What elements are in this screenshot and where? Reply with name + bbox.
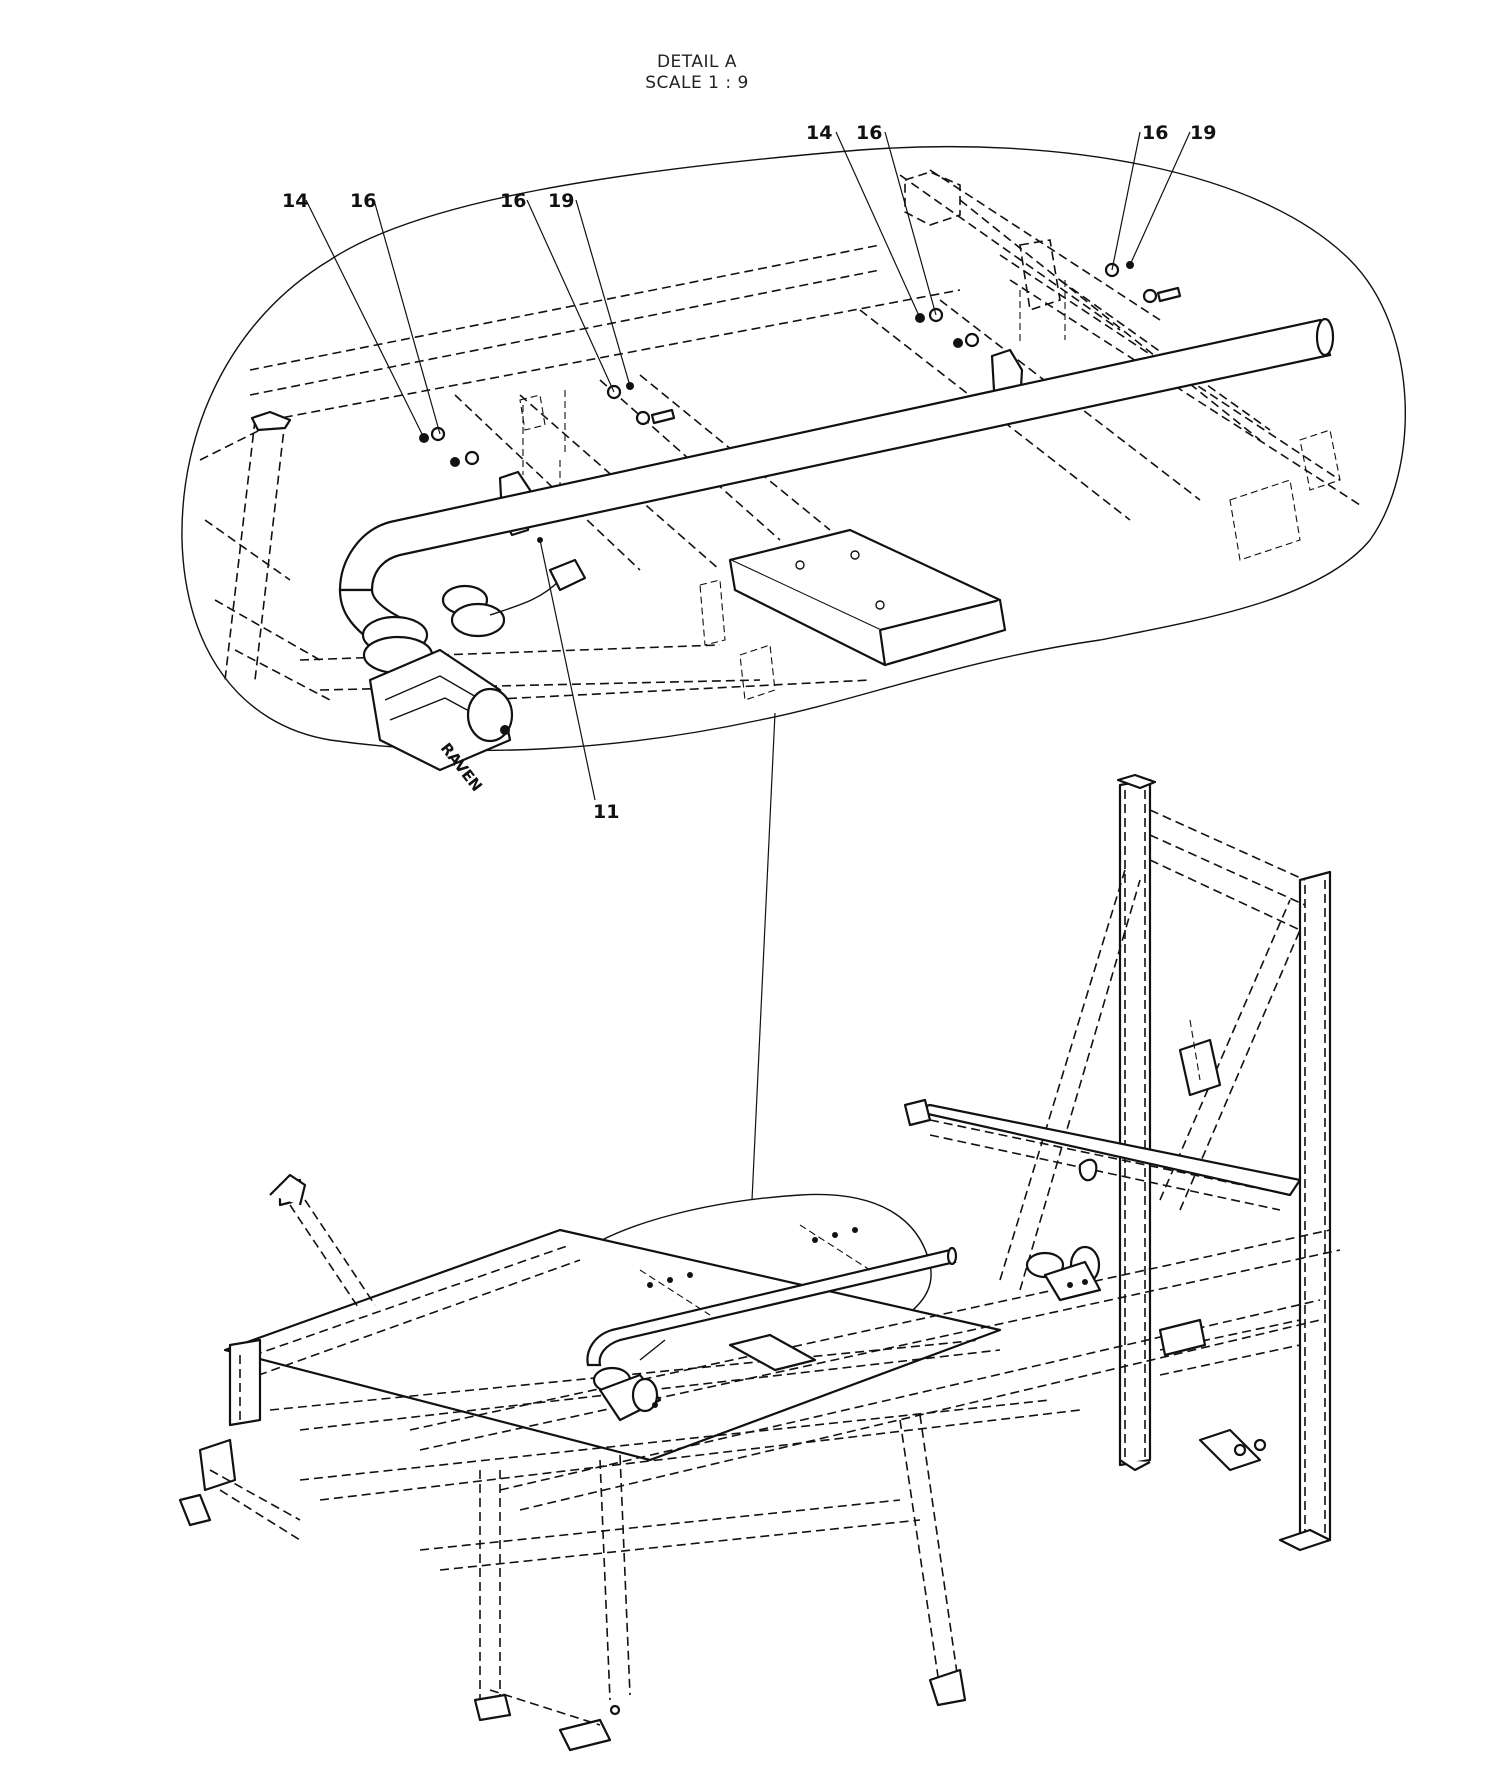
callout-19-right: 19: [1190, 122, 1216, 144]
callout-16-left-b: 16: [500, 190, 526, 212]
detail-boundary: [181, 145, 1406, 752]
detail-scale: SCALE 1 : 9: [645, 73, 749, 93]
detail-leader: [751, 712, 776, 1201]
main-fasteners: [639, 1224, 871, 1316]
detail-header: DETAIL A SCALE 1 : 9: [645, 52, 749, 93]
fasteners-left: [419, 382, 676, 467]
main-saddle-plate: [728, 1333, 817, 1372]
left-arm: [178, 1173, 376, 1541]
callout-11: 11: [593, 801, 619, 823]
callouts-detail: 14 16 16 19 14 16 16 19 11: [282, 122, 1216, 823]
callout-19-left: 19: [548, 190, 574, 212]
upper-crossbeam: [903, 1019, 1302, 1211]
main-assembly-view: [178, 773, 1341, 1752]
fasteners-right: [915, 261, 1182, 348]
main-hose: [586, 1245, 1102, 1422]
detail-title: DETAIL A: [657, 52, 737, 72]
callout-16-right-b: 16: [1142, 122, 1168, 144]
lower-rails: [223, 1228, 1341, 1571]
callout-14-left: 14: [282, 190, 308, 212]
callout-16-left-a: 16: [350, 190, 376, 212]
valve-assembly: RAVEN: [361, 558, 587, 795]
right-brackets: [1158, 1318, 1301, 1472]
right-lower-leg: [899, 1414, 967, 1707]
callout-14-right: 14: [806, 122, 832, 144]
lower-leg: [473, 1454, 631, 1752]
callout-16-right-a: 16: [856, 122, 882, 144]
detail-a-view: RAVEN: [181, 122, 1406, 823]
saddle-plate: [728, 528, 1007, 667]
